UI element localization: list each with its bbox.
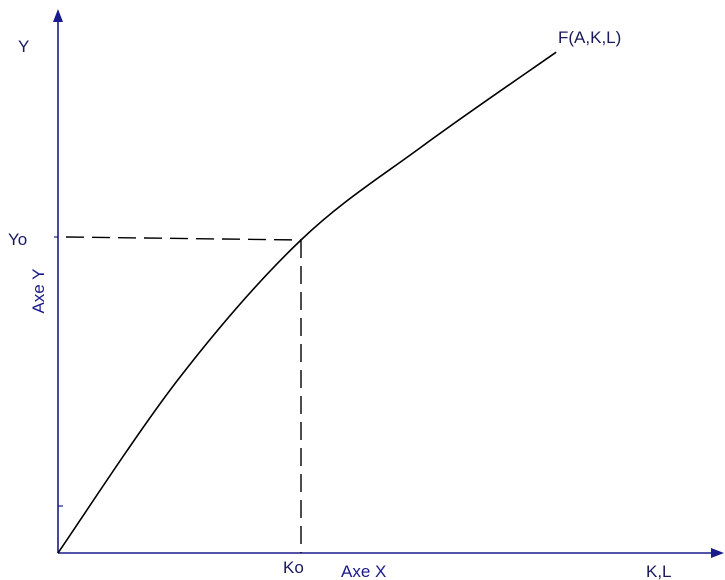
x-axis-end-label: K,L bbox=[646, 562, 672, 580]
y-axis-arrowhead bbox=[53, 9, 63, 22]
x-axis-title: Axe X bbox=[341, 562, 386, 580]
y-tick-label-yo: Yo bbox=[8, 230, 27, 249]
yo-guide-line bbox=[65, 236, 302, 241]
x-tick-label-ko: Ko bbox=[283, 558, 304, 577]
y-axis-title: Axe Y bbox=[29, 268, 48, 313]
curve-label: F(A,K,L) bbox=[558, 28, 621, 47]
y-axis-end-label: Y bbox=[18, 37, 29, 56]
production-curve bbox=[57, 51, 557, 554]
x-axis-arrowhead bbox=[711, 548, 724, 558]
